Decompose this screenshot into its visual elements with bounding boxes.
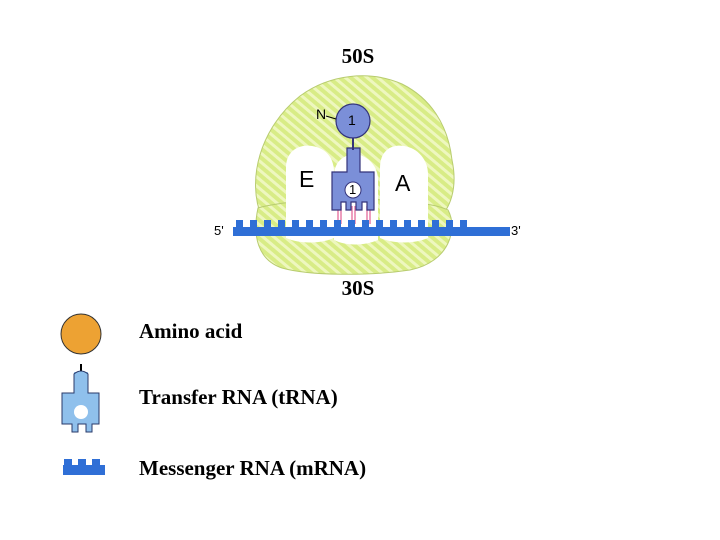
mrna-three-prime-label: 3' (511, 223, 521, 238)
trna-icon (61, 364, 100, 433)
e-site-label: E (299, 166, 315, 192)
large-subunit-label: 50S (341, 44, 375, 68)
a-site (380, 145, 428, 243)
legend-mrna-label: Messenger RNA (mRNA) (139, 456, 367, 480)
e-site (286, 145, 334, 243)
trna-anticodon-loop (344, 181, 362, 199)
n-terminus-label: N (316, 106, 327, 122)
amino-acid-1 (335, 103, 371, 139)
legend-trna-label: Transfer RNA (tRNA) (139, 385, 338, 409)
amino-acid-icon (60, 313, 102, 355)
mrna-strand (233, 220, 510, 236)
trna-number: 1 (349, 182, 357, 197)
a-site-label: A (395, 170, 411, 196)
mrna-icon (63, 459, 105, 475)
amino-acid-number: 1 (348, 112, 356, 128)
legend-amino-acid-label: Amino acid (139, 319, 243, 343)
trna-in-p-site (331, 147, 375, 211)
mrna-five-prime-label: 5' (214, 223, 224, 238)
small-subunit-label: 30S (341, 276, 375, 300)
